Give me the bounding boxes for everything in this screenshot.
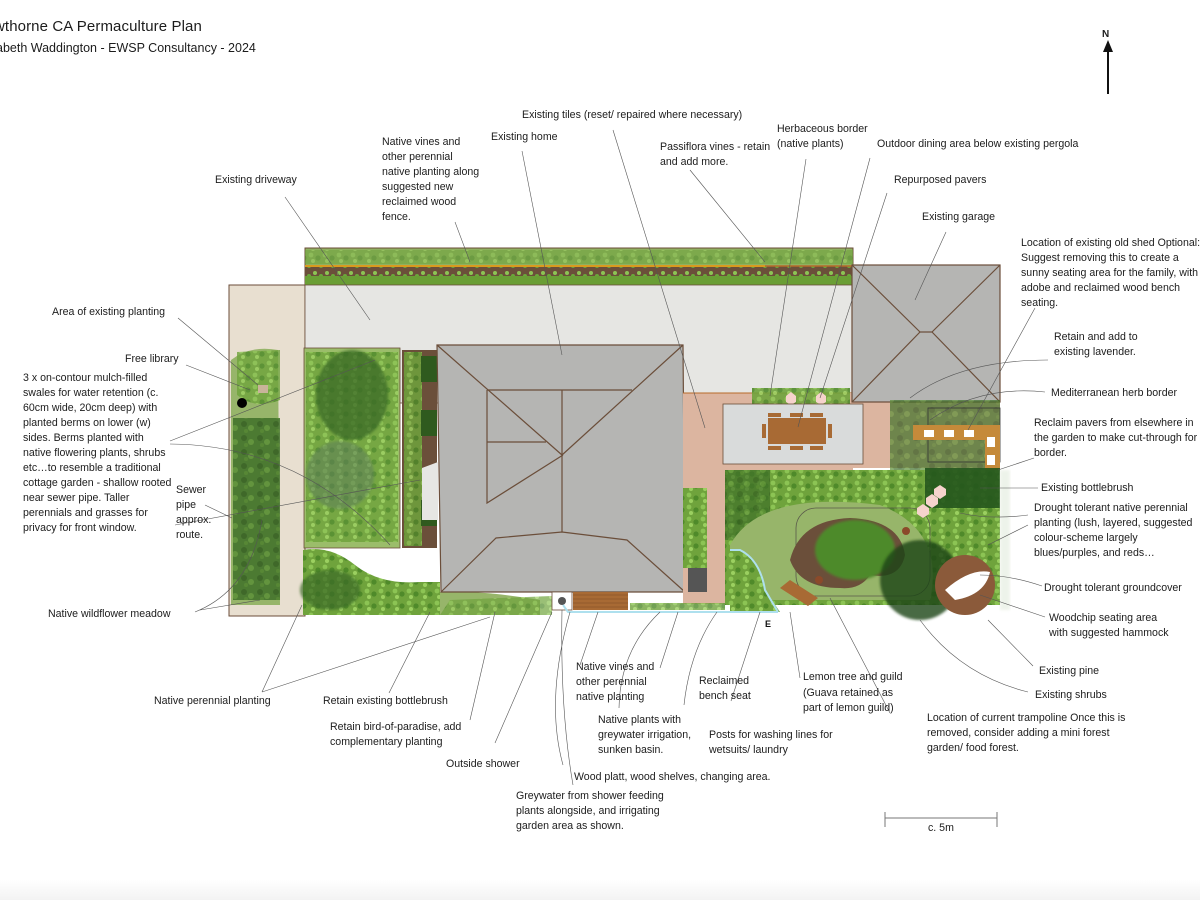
label-existing-home: Existing home bbox=[491, 131, 558, 143]
label-native-vines-south: Native vines and other perennial native … bbox=[576, 661, 655, 703]
label-trampoline: Location of current trampoline Once this… bbox=[927, 712, 1126, 754]
plan-title: wthorne CA Permaculture Plan bbox=[0, 18, 202, 35]
label-woodchip-seating: Woodchip seating area with suggested ham… bbox=[1049, 612, 1169, 639]
north-label: N bbox=[1102, 29, 1110, 40]
label-guava: (Guava retained as part of lemon guild) bbox=[803, 687, 894, 714]
fence-planting-strip bbox=[304, 247, 854, 286]
east-garden bbox=[725, 468, 1000, 620]
label-wildflower-meadow: Native wildflower meadow bbox=[48, 608, 171, 620]
label-sewer-pipe: Sewer pipe approx. route. bbox=[176, 484, 212, 541]
label-herb-border: Mediterranean herb border bbox=[1051, 387, 1178, 399]
wildflower-meadow bbox=[231, 348, 280, 605]
label-free-library: Free library bbox=[125, 353, 179, 365]
label-existing-bottlebrush-east: Existing bottlebrush bbox=[1041, 482, 1134, 494]
bottom-edge bbox=[0, 880, 1200, 900]
label-existing-tiles: Existing tiles (reset/ repaired where ne… bbox=[522, 109, 743, 121]
label-outside-shower: Outside shower bbox=[446, 758, 520, 770]
north-arrow-icon bbox=[1103, 40, 1113, 94]
label-herbaceous-border: Herbaceous border (native plants) bbox=[777, 123, 868, 150]
label-wood-platt: Wood platt, wood shelves, changing area. bbox=[574, 771, 771, 783]
swale-planting bbox=[303, 347, 438, 549]
label-native-perennial: Native perennial planting bbox=[154, 695, 271, 707]
leader-lines bbox=[169, 129, 1049, 786]
label-lemon-tree: Lemon tree and guild bbox=[803, 671, 903, 683]
label-passiflora: Passiflora vines - retain and add more. bbox=[660, 141, 771, 168]
east-marker: E bbox=[765, 619, 771, 629]
label-existing-driveway: Existing driveway bbox=[215, 174, 297, 186]
label-native-vines-fence: Native vines and other perennial native … bbox=[382, 136, 480, 223]
label-reclaim-pavers: Reclaim pavers from elsewhere in the gar… bbox=[1034, 417, 1198, 459]
existing-garage-roof bbox=[851, 264, 1001, 403]
label-washing-posts: Posts for washing lines for wetsuits/ la… bbox=[709, 729, 833, 756]
plan-subtitle: abeth Waddington - EWSP Consultancy - 20… bbox=[0, 41, 256, 55]
label-drought-groundcover: Drought tolerant groundcover bbox=[1044, 582, 1182, 594]
label-outdoor-dining: Outdoor dining area below existing pergo… bbox=[877, 138, 1079, 150]
existing-home-roof bbox=[436, 344, 686, 593]
label-swales: 3 x on-contour mulch-filled swales for w… bbox=[23, 372, 172, 534]
label-area-existing-planting: Area of existing planting bbox=[52, 306, 166, 318]
label-existing-pine: Existing pine bbox=[1039, 665, 1100, 677]
label-repurposed-pavers: Repurposed pavers bbox=[894, 174, 987, 186]
scale-label: c. 5m bbox=[928, 822, 954, 834]
dining-area bbox=[722, 403, 864, 465]
shed-seating-area bbox=[890, 400, 1001, 470]
label-native-greywater: Native plants with greywater irrigation,… bbox=[598, 714, 692, 756]
label-reclaimed-bench: Reclaimed bench seat bbox=[699, 675, 751, 702]
label-retain-bottlebrush: Retain existing bottlebrush bbox=[323, 695, 448, 707]
label-lavender: Retain and add to existing lavender. bbox=[1054, 331, 1138, 358]
label-existing-garage: Existing garage bbox=[922, 211, 996, 223]
label-drought-perennial: Drought tolerant native perennial planti… bbox=[1034, 502, 1193, 559]
label-greywater-shower: Greywater from shower feeding plants alo… bbox=[516, 790, 664, 832]
label-existing-shrubs: Existing shrubs bbox=[1035, 689, 1107, 701]
scale-bar bbox=[884, 812, 998, 827]
label-bird-of-paradise: Retain bird-of-paradise, add complementa… bbox=[330, 721, 462, 748]
label-old-shed: Location of existing old shed Optional: … bbox=[1021, 237, 1200, 309]
